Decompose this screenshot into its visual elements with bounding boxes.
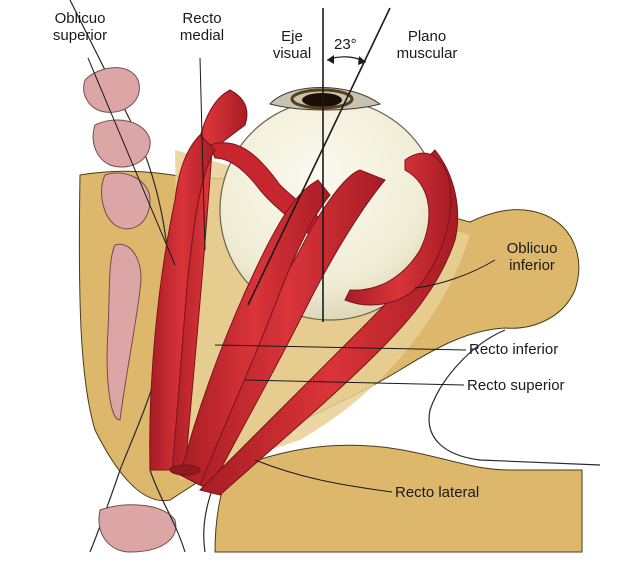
- label-visual-axis-line2: visual: [272, 45, 312, 62]
- muscle-plane-line: [247, 7, 391, 306]
- label-rectus-superior: Recto superior: [467, 377, 565, 394]
- label-oblique-inferior-line2: inferior: [509, 257, 555, 274]
- label-rectus-medial: Recto medial: [162, 10, 242, 44]
- leader-rectus-lateral: [254, 459, 393, 493]
- nasal-bone-1: [83, 67, 140, 113]
- label-muscle-plane: Plano muscular: [382, 28, 472, 62]
- label-muscle-plane-line1: Plano: [407, 28, 447, 45]
- label-rectus-inferior: Recto inferior: [469, 341, 559, 358]
- label-oblique-superior: Oblicuo superior: [40, 10, 120, 44]
- lateral-wall-outline: [428, 329, 601, 466]
- leader-rectus-inferior: [214, 344, 467, 351]
- label-muscle-plane-line2: muscular: [396, 45, 458, 62]
- medial-rectus-muscle: [149, 134, 216, 471]
- label-oblique-superior-line1: Oblicuo: [54, 10, 106, 27]
- label-oblique-inferior-line1: Oblicuo: [506, 240, 558, 257]
- leader-oblique-inferior: [414, 259, 496, 289]
- label-oblique-superior-line2: superior: [52, 27, 108, 44]
- orbit-bone-lower: [214, 444, 583, 553]
- nasal-bone-3: [101, 172, 151, 230]
- muscles: [149, 89, 459, 496]
- iris: [290, 88, 354, 110]
- nasal-bone-2: [92, 119, 151, 168]
- angle-arrow-right: [358, 56, 366, 65]
- leader-rectus-medial: [199, 57, 206, 251]
- leader-oblique-superior: [87, 57, 176, 266]
- pupil: [302, 93, 342, 107]
- leader-lines: [87, 57, 496, 493]
- label-visual-axis: Eje visual: [262, 28, 322, 62]
- lateral-rectus-muscle: [199, 149, 459, 496]
- inferior-rectus-muscle: [179, 179, 331, 486]
- annulus-of-zinn: [169, 464, 201, 476]
- label-rectus-medial-line1: Recto: [182, 10, 222, 27]
- angle-arrow-left: [327, 55, 334, 64]
- nasal-bone-4: [106, 243, 142, 421]
- label-rectus-lateral: Recto lateral: [395, 484, 480, 501]
- label-oblique-inferior: Oblicuo inferior: [492, 240, 572, 274]
- leader-rectus-superior: [244, 379, 465, 386]
- inferior-oblique-muscle: [344, 152, 452, 306]
- label-visual-axis-line1: Eje: [281, 28, 303, 45]
- label-rectus-medial-line2: medial: [179, 27, 225, 44]
- nasal-bone-5: [98, 504, 177, 553]
- label-angle: 23°: [334, 36, 357, 53]
